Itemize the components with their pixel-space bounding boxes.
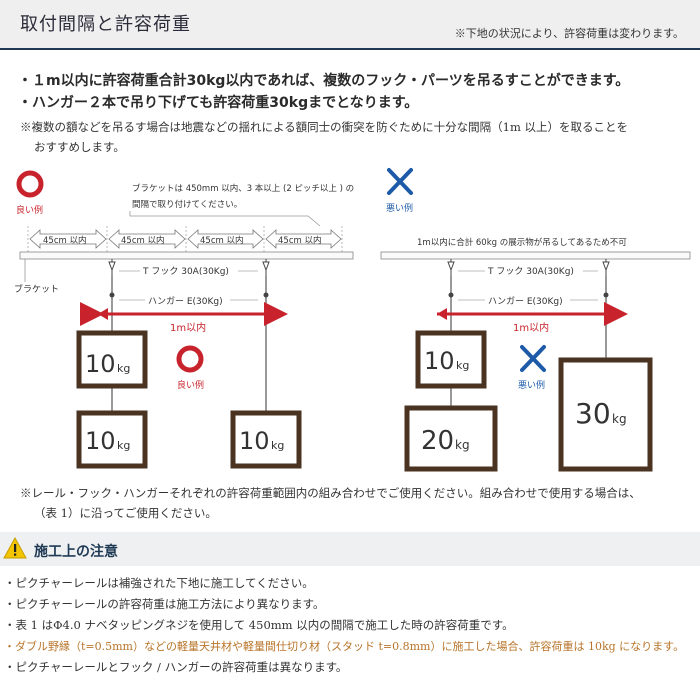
distance-label-left: 1m以内: [170, 321, 206, 334]
caution-item: ・表 1 はΦ4.0 ナベタッピングネジを使用して 450mm 以内の間隔で施工…: [4, 618, 514, 632]
bad-cross-icon: [387, 168, 413, 195]
combination-note-line1: ※レール・フック・ハンガーそれぞれの許容荷重範囲内の組み合わせでご使用ください。…: [20, 486, 641, 500]
frame-value: 10: [424, 347, 455, 375]
frame-unit: kg: [117, 362, 130, 375]
bracket-note-line2: 間隔で取り付けてください。: [132, 199, 242, 210]
frame-value: 30: [575, 397, 611, 430]
hanger-label-right: ハンガー E(30Kg): [488, 296, 563, 307]
frame-note-line1: ※複数の額などを吊るす場合は地震などの揺れによる額同士の衝突を防ぐために十分な間…: [20, 120, 629, 134]
distance-label-right: 1m以内: [513, 321, 549, 334]
bracket-marks: [27, 226, 343, 252]
rail-left: [19, 251, 354, 260]
caution-title: 施工上の注意: [34, 544, 118, 560]
rail-right: [380, 251, 691, 260]
warning-icon: [3, 537, 27, 559]
frame-value: 10: [239, 427, 270, 455]
spacing-arrows: [29, 229, 342, 249]
bracket-label: ブラケット: [14, 283, 59, 295]
frame-unit: kg: [612, 412, 627, 426]
bad-label: 悪い例: [518, 379, 545, 391]
bad-cross-icon: [520, 345, 546, 372]
header-note: ※下地の状況により、許容荷重は変わります。: [454, 27, 684, 40]
caution-item: ・ピクチャーレールの許容荷重は施工方法により異なります。: [4, 597, 325, 611]
spacing-label-3: 45cm 以内: [200, 235, 243, 246]
frame-value: 10: [85, 350, 116, 378]
hook-label-left: T フック 30A(30Kg): [142, 266, 229, 277]
good-label: 良い例: [177, 379, 204, 391]
diagram: 良い例 ブラケットは 450mm 以内、3 本以上 (2 ピッチ以上 ) の 間…: [14, 168, 691, 472]
combination-note-line2: （表 1）に沿ってご使用ください。: [34, 506, 217, 520]
caution-item: ・ピクチャーレールは補強された下地に施工してください。: [4, 576, 314, 590]
hook-label-right: T フック 30A(30Kg): [487, 266, 574, 277]
header-divider: [0, 48, 700, 50]
good-circle-icon: [16, 170, 44, 198]
bullet-2: ・ハンガー２本で吊り下げても許容荷重30kgまでとなります。: [18, 95, 419, 111]
frame-10kg: [415, 330, 487, 389]
bad-label: 悪い例: [386, 202, 413, 214]
caution-item-highlight: ・ダブル野縁（t=0.5mm）などの軽量天井材や軽量間仕切り材（スタッド t=0…: [4, 640, 685, 653]
frame-unit: kg: [117, 439, 130, 452]
frame-unit: kg: [271, 439, 284, 452]
frame-10kg: [230, 410, 302, 469]
frame-10kg: [76, 330, 148, 389]
good-label: 良い例: [16, 204, 43, 216]
spacing-label-2: 45cm 以内: [121, 235, 164, 246]
frame-unit: kg: [456, 359, 469, 372]
bracket-note-line1: ブラケットは 450mm 以内、3 本以上 (2 ピッチ以上 ) の: [132, 183, 354, 194]
frame-unit: kg: [455, 438, 470, 452]
frame-value: 10: [85, 427, 116, 455]
bad-rail-note: 1m以内に合計 60kg の展示物が吊るしてあるため不可: [417, 237, 627, 248]
hanger-label-left: ハンガー E(30Kg): [148, 296, 223, 307]
caution-item: ・ピクチャーレールとフック / ハンガーの許容荷重は異なります。: [4, 660, 348, 674]
spacing-label-4: 45cm 以内: [278, 235, 321, 246]
bracket-note-leader: [129, 211, 321, 227]
t-hooks-left: [108, 259, 270, 276]
frame-10kg: [76, 410, 148, 469]
header-bar: [0, 0, 700, 48]
frame-value: 20: [421, 426, 454, 456]
good-circle-icon: [176, 345, 204, 373]
page-title: 取付間隔と許容荷重: [20, 14, 191, 35]
frame-note-line2: おすすめします。: [34, 140, 125, 154]
frame-30kg: [558, 357, 653, 472]
caution-header-bar: [0, 532, 700, 566]
spacing-label-1: 45cm 以内: [43, 235, 86, 246]
t-hooks-right: [447, 259, 610, 276]
frame-20kg: [404, 405, 498, 472]
bullet-1: ・１m以内に許容荷重合計30kg以内であれば、複数のフック・パーツを吊るすことが…: [18, 73, 630, 89]
